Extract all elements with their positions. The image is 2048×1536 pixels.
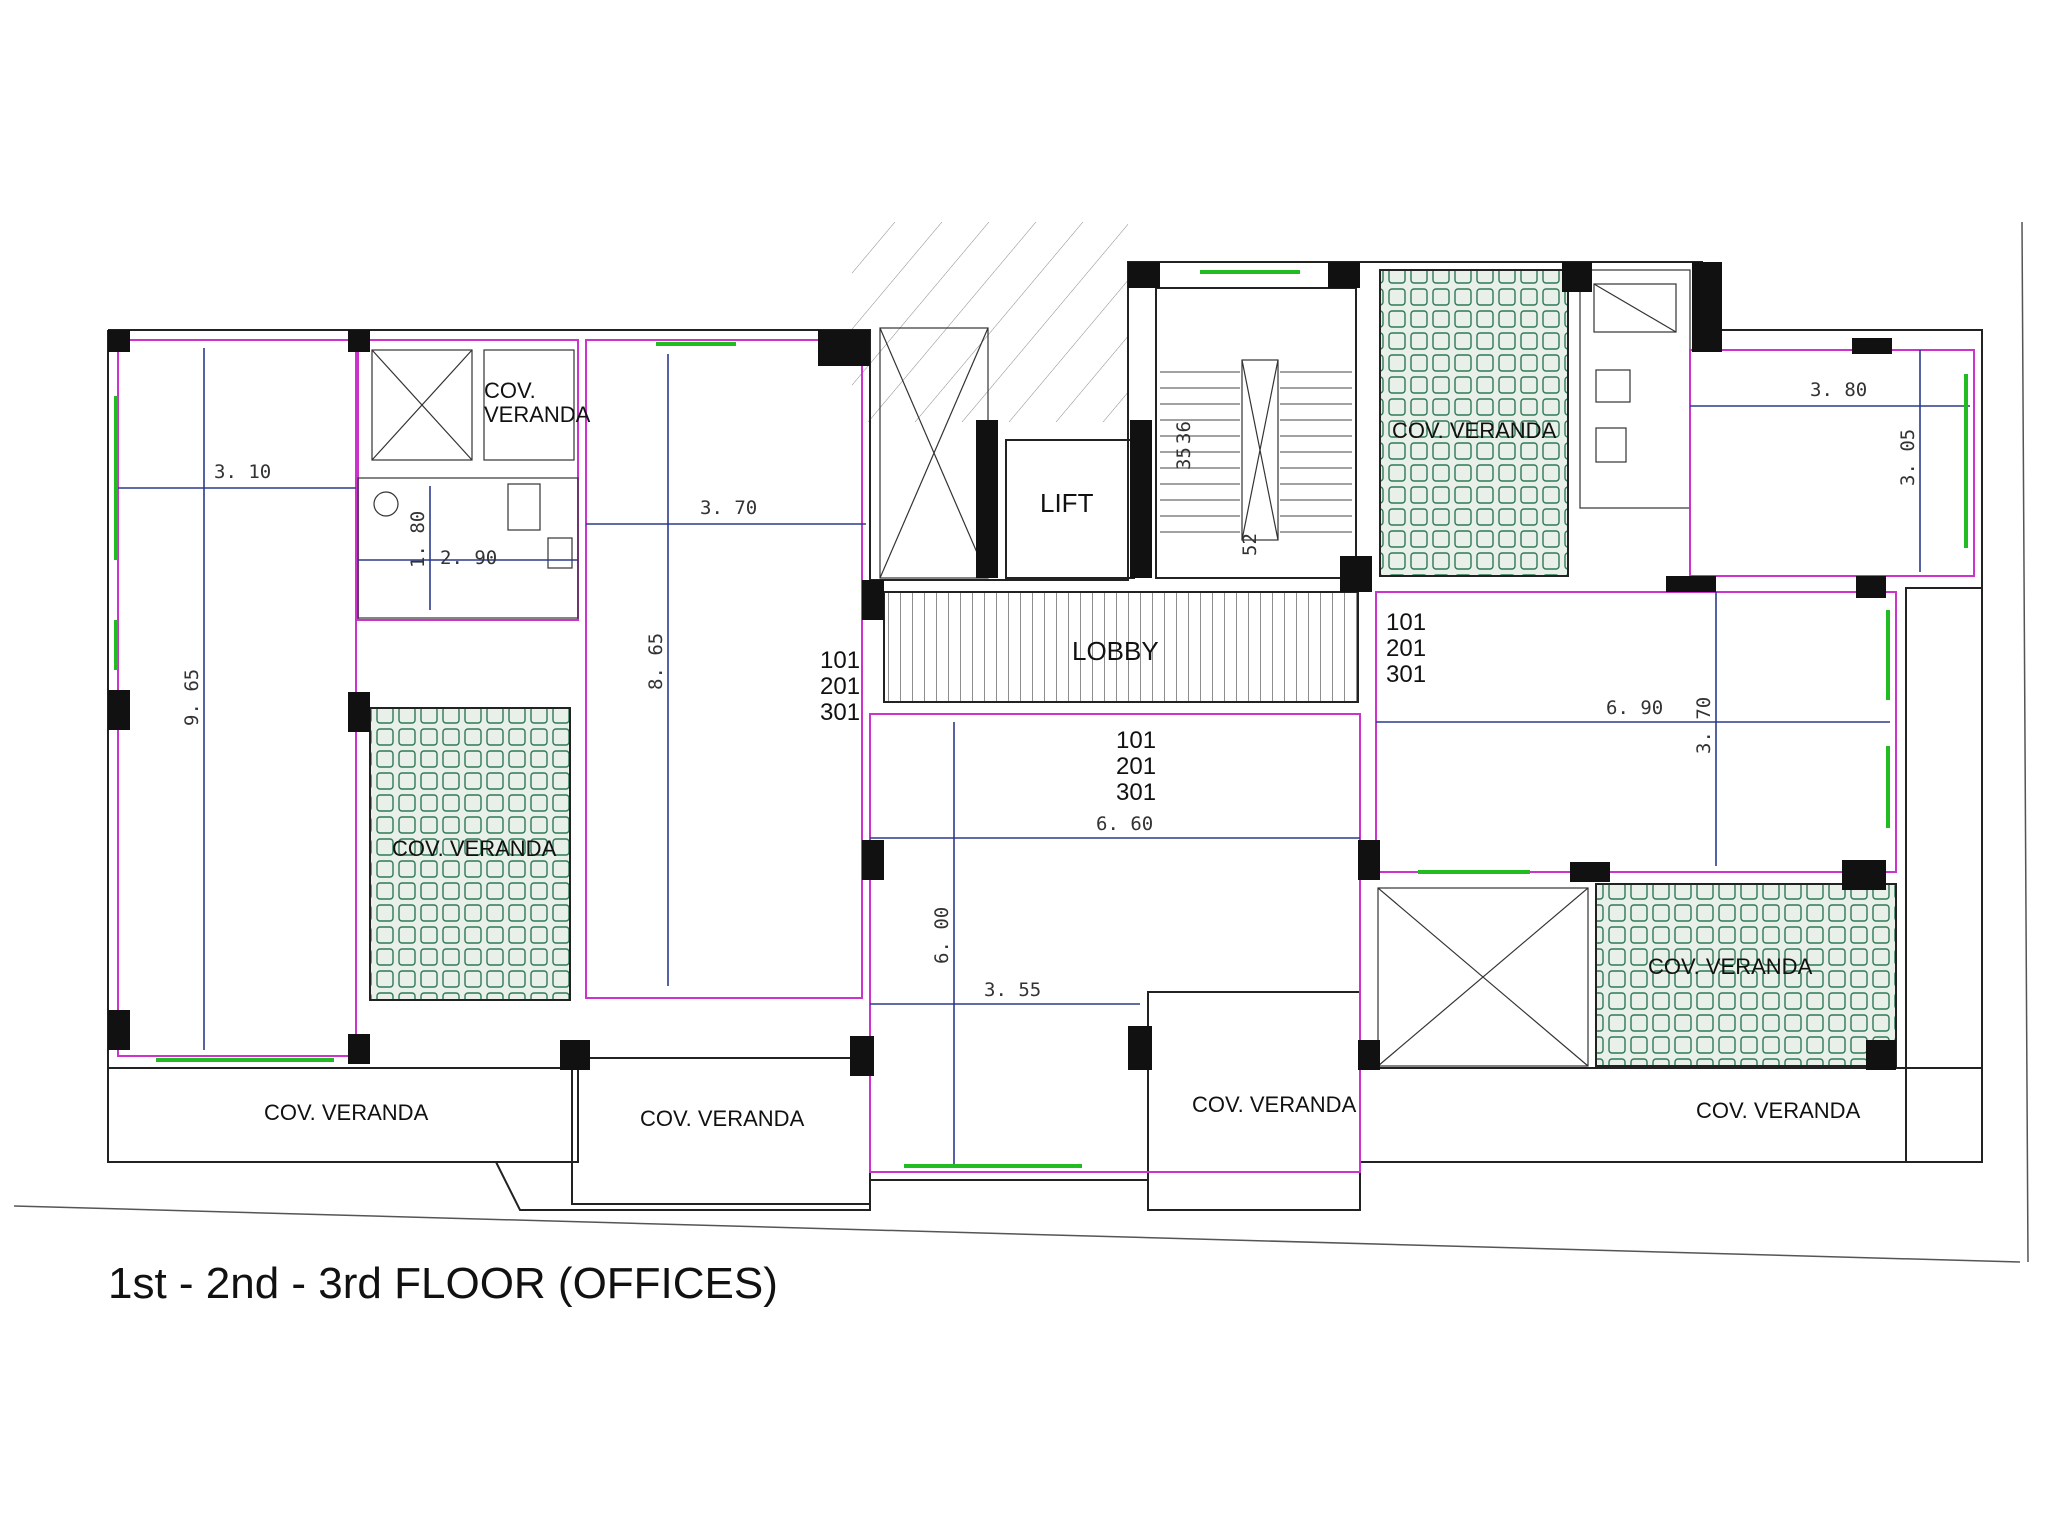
- cov-veranda-small-line1: COV.: [484, 378, 536, 403]
- office-a: [117, 339, 357, 1057]
- structural-column: [1570, 862, 1610, 882]
- cov-veranda-left-label: COV. VERANDA: [392, 836, 557, 861]
- structural-columns: [108, 262, 1896, 1076]
- dim-office-a-width: 3. 10: [214, 461, 271, 483]
- wc-block: [357, 339, 579, 621]
- cov-veranda-bottom-2-label: COV. VERANDA: [640, 1106, 805, 1131]
- dim-wc-width: 2. 90: [440, 547, 497, 569]
- structural-column: [1666, 576, 1716, 592]
- unit-number-right-1: 101: [1386, 609, 1426, 636]
- structural-column: [1562, 262, 1592, 292]
- unit-number-bottom-2: 201: [1116, 753, 1156, 780]
- structural-column: [560, 1040, 590, 1070]
- unit-number-bottom-3: 301: [1116, 779, 1156, 806]
- structural-column: [1328, 262, 1360, 288]
- cov-veranda-bottom-1-label: COV. VERANDA: [264, 1100, 429, 1125]
- lobby-floor: [883, 591, 1359, 703]
- wc-top-right: [1579, 269, 1691, 509]
- cov-veranda-top-label: COV. VERANDA: [1392, 418, 1557, 443]
- dim-stair-c: 52: [1239, 533, 1261, 556]
- structural-column: [862, 840, 884, 880]
- structural-column: [1130, 420, 1152, 578]
- unit-number-left-2: 201: [820, 673, 860, 700]
- dim-office-c-depth: 6. 00: [931, 907, 953, 964]
- dim-office-e-width: 3. 80: [1810, 379, 1867, 401]
- dim-office-b-depth: 8. 65: [645, 633, 667, 690]
- dim-office-e-depth: 3. 05: [1897, 429, 1919, 486]
- structural-column: [1358, 1040, 1380, 1070]
- cov-veranda-left-tiles: [369, 707, 571, 1001]
- hatched-void: [852, 222, 1128, 422]
- cov-veranda-bottom-4-label: COV. VERANDA: [1696, 1098, 1861, 1123]
- office-e: [1689, 349, 1975, 577]
- unit-number-left-1: 101: [820, 647, 860, 674]
- structural-column: [1692, 262, 1722, 352]
- dim-office-a-depth: 9. 65: [181, 669, 203, 726]
- cov-veranda-top-tiles: [1379, 269, 1569, 577]
- structural-column: [348, 1034, 370, 1064]
- structural-column: [348, 692, 370, 732]
- structural-column: [108, 330, 130, 352]
- structural-column: [976, 420, 998, 578]
- dim-stair-a: 35: [1173, 447, 1195, 470]
- structural-column: [1852, 338, 1892, 354]
- staircase: [1155, 287, 1357, 579]
- office-d: [1375, 591, 1897, 873]
- drawing-title: 1st - 2nd - 3rd FLOOR (OFFICES): [108, 1259, 778, 1308]
- cov-veranda-bottom-3-label: COV. VERANDA: [1192, 1092, 1357, 1117]
- dim-office-c-recess: 3. 55: [984, 979, 1041, 1001]
- structural-column: [108, 1010, 130, 1050]
- dim-wc-depth: 1. 80: [407, 511, 429, 568]
- site-boundary: [13, 221, 2029, 1263]
- structural-column: [1842, 860, 1886, 890]
- structural-column: [818, 330, 870, 366]
- unit-number-bottom-1: 101: [1116, 727, 1156, 754]
- structural-column: [1340, 556, 1372, 592]
- dim-stair-b: 36: [1173, 421, 1195, 444]
- structural-column: [1856, 576, 1886, 598]
- structural-column: [108, 690, 130, 730]
- office-c: [869, 713, 1361, 1173]
- structural-column: [348, 330, 370, 352]
- dim-office-d-depth: 3. 70: [1693, 697, 1715, 754]
- windows: [114, 270, 1968, 1168]
- lift-label: LIFT: [1040, 488, 1094, 518]
- cov-veranda-right-tiles: [1595, 883, 1897, 1067]
- structural-column: [862, 580, 884, 620]
- dim-office-d-width: 6. 90: [1606, 697, 1663, 719]
- cov-veranda-right-label: COV. VERANDA: [1648, 954, 1813, 979]
- office-b: [585, 339, 866, 999]
- structural-column: [1866, 1040, 1896, 1070]
- structural-column: [850, 1036, 874, 1076]
- dim-office-b-width: 3. 70: [700, 497, 757, 519]
- structural-column: [1128, 262, 1160, 288]
- unit-number-right-3: 301: [1386, 661, 1426, 688]
- structural-column: [1128, 1026, 1152, 1070]
- lobby-label: LOBBY: [1072, 636, 1159, 666]
- unit-number-right-2: 201: [1386, 635, 1426, 662]
- dim-office-c-width: 6. 60: [1096, 813, 1153, 835]
- service-shaft: [1377, 887, 1589, 1067]
- unit-number-left-3: 301: [820, 699, 860, 726]
- structural-column: [1358, 840, 1380, 880]
- cov-veranda-small-line2: VERANDA: [484, 402, 591, 427]
